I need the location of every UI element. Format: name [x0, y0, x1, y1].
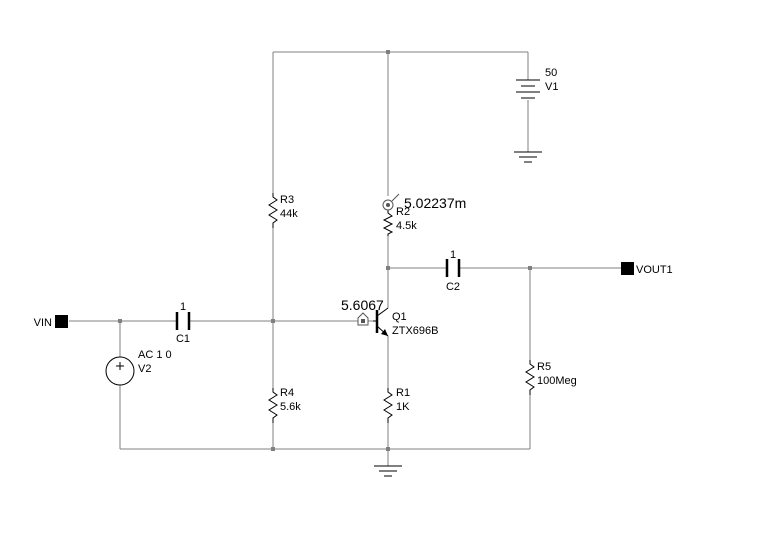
junctions [118, 50, 532, 451]
junction-top [386, 50, 390, 54]
v2-value: AC 1 0 [138, 349, 172, 361]
current-probe-arrow-icon [391, 193, 400, 202]
junction-bottom-mid [386, 447, 390, 451]
r2-value: 4.5k [396, 220, 417, 232]
r1-value: 1K [396, 401, 410, 413]
current-probe[interactable]: 5.02237m [382, 193, 466, 211]
resistor-r5-symbol[interactable] [525, 360, 535, 395]
capacitor-c1[interactable]: 1 C1 [175, 301, 191, 345]
resistor-r1-symbol[interactable] [383, 388, 393, 423]
resistor-r3-symbol[interactable] [268, 193, 278, 228]
port-vin-marker[interactable] [55, 315, 68, 328]
resistor-r2[interactable]: R2 4.5k [382, 206, 417, 236]
r4-ref: R4 [280, 387, 294, 399]
ground-main [374, 465, 402, 477]
current-probe-dot [386, 203, 390, 207]
junction-output [528, 266, 532, 270]
r5-ref: R5 [537, 361, 551, 373]
q1-emitter-arrow-icon [381, 329, 388, 336]
port-vout[interactable]: VOUT1 [621, 262, 673, 276]
q1-collector-lead [376, 307, 389, 317]
resistor-r3[interactable]: R3 44k [268, 193, 298, 228]
capacitor-c2[interactable]: 1 C2 [445, 249, 461, 293]
resistor-r4[interactable]: R4 5.6k [268, 387, 301, 423]
port-vout-marker[interactable] [621, 262, 634, 275]
voltage-probe-value: 5.6067 [341, 297, 384, 313]
voltage-probe-mark [361, 319, 365, 323]
r1-ref: R1 [396, 387, 410, 399]
r3-value: 44k [280, 208, 298, 220]
r3-ref: R3 [280, 194, 294, 206]
voltage-source-v2[interactable]: AC 1 0 V2 [105, 349, 172, 386]
r4-value: 5.6k [280, 401, 301, 413]
junction-input [118, 319, 122, 323]
v2-ref: V2 [138, 363, 151, 375]
resistor-r1[interactable]: R1 1K [383, 387, 410, 423]
junction-bottom-left [271, 447, 275, 451]
c1-value: 1 [180, 301, 186, 313]
transistor-q1[interactable]: Q1 ZTX696B [373, 307, 438, 337]
v1-ref: V1 [545, 81, 558, 93]
c1-ref: C1 [176, 333, 190, 345]
r2-ref: R2 [396, 206, 410, 218]
resistor-r4-symbol[interactable] [268, 388, 278, 423]
resistor-r5[interactable]: R5 100Meg [525, 360, 577, 395]
junction-base [271, 319, 275, 323]
wires [69, 51, 622, 466]
current-probe-value: 5.02237m [404, 195, 466, 211]
c2-value: 1 [450, 249, 456, 261]
r5-value: 100Meg [537, 375, 577, 387]
v2-symbol[interactable] [105, 356, 135, 386]
c2-ref: C2 [446, 281, 460, 293]
q1-ref: Q1 [392, 311, 407, 323]
port-vout-label: VOUT1 [636, 264, 673, 276]
voltage-source-v1[interactable]: 50 V1 [516, 67, 558, 99]
port-vin[interactable]: VIN [34, 315, 68, 329]
port-vin-label: VIN [34, 317, 52, 329]
v1-value: 50 [545, 67, 557, 79]
voltage-probe[interactable]: 5.6067 [341, 297, 384, 326]
resistor-r2-symbol[interactable] [382, 210, 394, 236]
junction-collector [386, 266, 390, 270]
ground-v1 [514, 151, 542, 163]
q1-value: ZTX696B [392, 325, 438, 337]
